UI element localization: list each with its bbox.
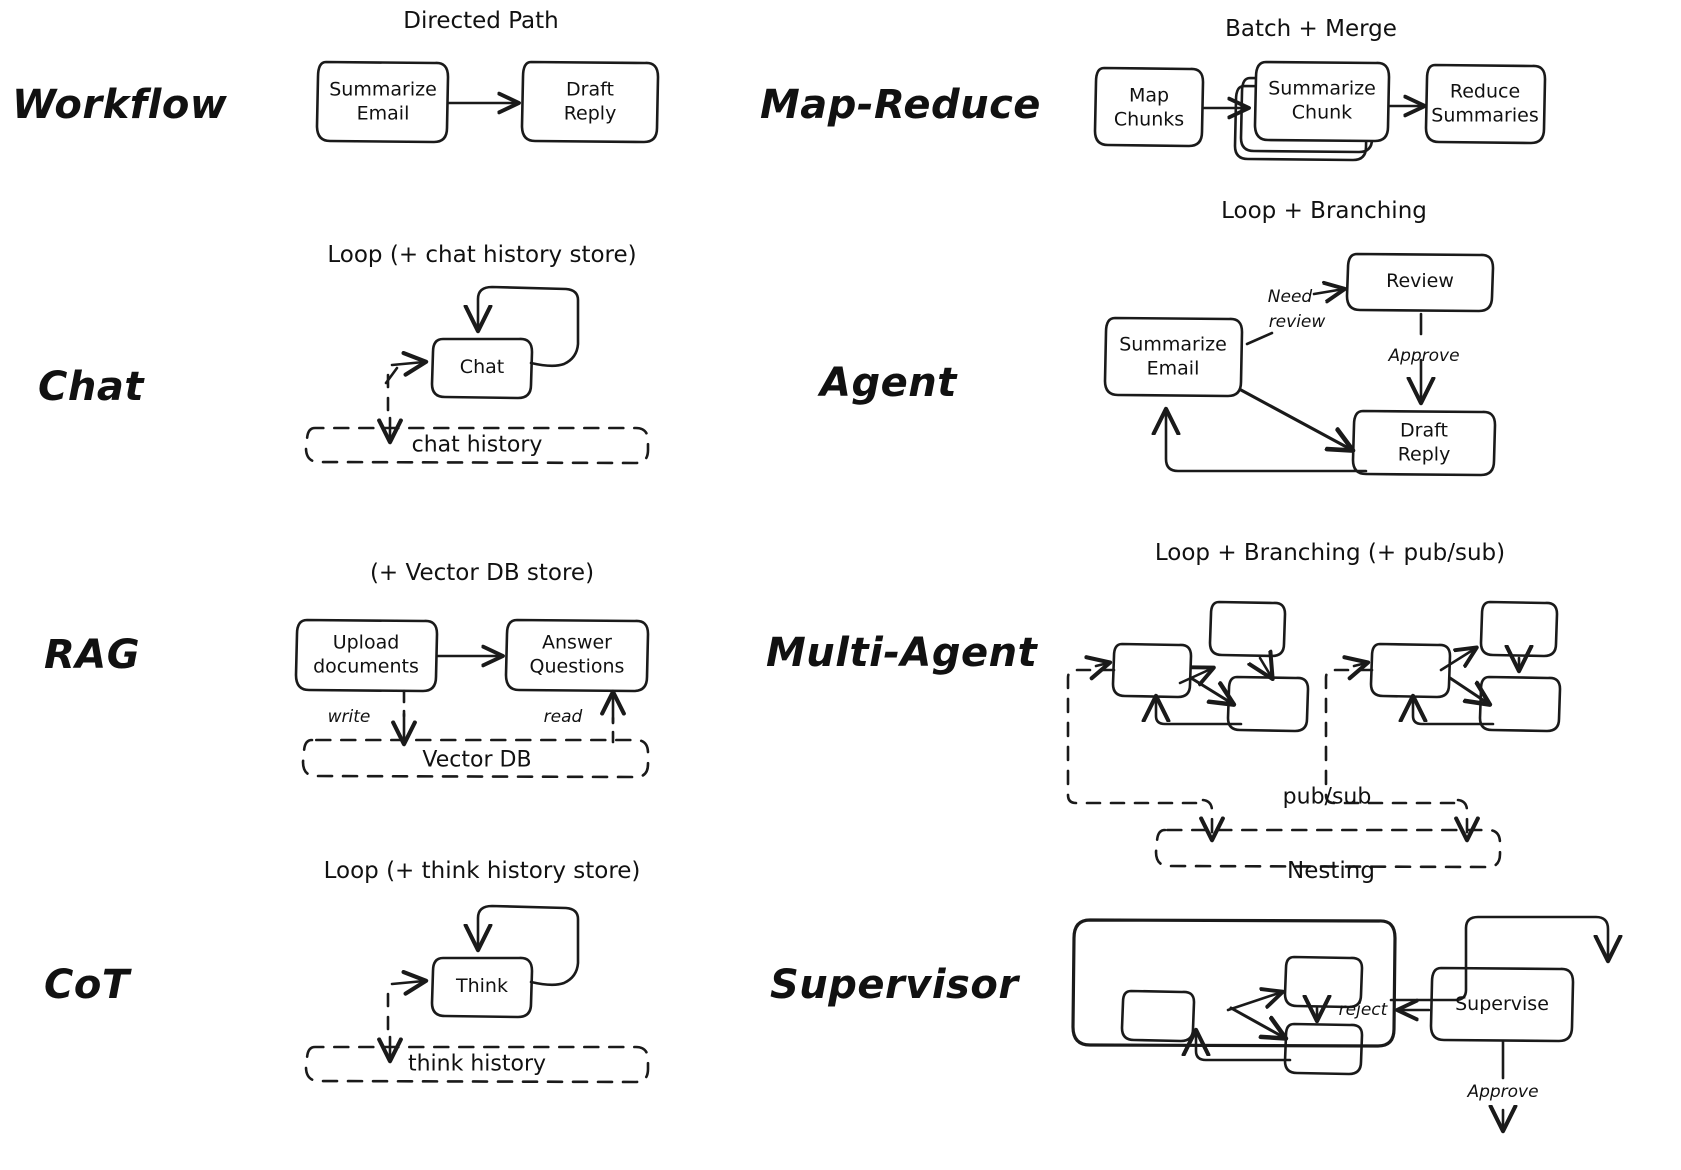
edge-label-approve-supervisor: Approve [1467,1082,1539,1102]
caption-directed-path: Directed Path [403,8,559,34]
multiagent-right-dashed-loop [1324,668,1462,805]
agent-need-review-stub [1245,331,1274,346]
edge-label-need: Need [1267,287,1313,307]
supervisor-inner-edge-c-to-a [1196,1031,1292,1062]
multiagent-right-node-d-shape [1479,600,1559,658]
multiagent-right-edge-e-to-d [1439,648,1476,672]
node-label-agent-draft-reply: Draft Reply [1397,419,1451,465]
caption-nesting: Nesting [1287,858,1375,884]
agent-edge-draft-to-summarize [1166,410,1368,473]
supervisor-edge-group-to-supervise [1389,915,1608,1002]
multiagent-left-edge-b-to-a [1178,668,1213,683]
chat-self-loop-edge [478,285,580,368]
edge-label-reject: reject [1338,1000,1388,1020]
supervisor-inner-edge-a-to-c [1229,1006,1285,1038]
store-label-think-history: think history [407,1051,547,1077]
edge-label-read: read [543,707,583,727]
rag-node-answer-questions-shape [504,618,650,693]
multiagent-left-dashed-in-arrow [1084,655,1113,681]
multiagent-left-node-a-shape [1208,600,1287,658]
edge-label-write: write [327,707,371,727]
pubsub-store-shape [1154,828,1502,869]
supervisor-inner-node-a-shape [1120,989,1196,1043]
row-label-agent: Agent [820,360,957,406]
multiagent-left-dashed-loop [1066,668,1207,805]
row-label-supervisor: Supervisor [770,962,1019,1008]
supervisor-nested-group-shape [1071,918,1397,1048]
agent-node-summarize-email-shape [1103,316,1244,398]
chat-node-shape [430,337,534,400]
workflow-node-summarize-email-shape [315,60,450,144]
row-label-map-reduce: Map-Reduce [760,82,1041,128]
node-label-reduce-summaries: Reduce Summaries [1431,80,1539,126]
workflow-node-draft-reply-shape [520,60,660,144]
rag-node-upload-documents-shape [294,618,439,693]
node-label-upload-documents: Upload documents [313,631,419,677]
multiagent-left-edge-a-to-c [1260,658,1272,678]
agent-node-draft-reply-shape [1351,409,1497,477]
agent-edge-summarize-to-draft [1239,388,1352,450]
caption-loop-chat: Loop (+ chat history store) [327,242,637,268]
multiagent-right-node-e-shape [1369,642,1452,699]
node-label-chat: Chat [459,356,505,379]
mapreduce-node-summarize-chunk-shape [1253,60,1391,143]
store-label-vector-db: Vector DB [422,747,532,773]
caption-vector-db: (+ Vector DB store) [369,560,595,586]
think-history-store-shape [304,1045,650,1084]
multiagent-left-pub-arrow [1199,798,1225,843]
multiagent-left-edge-c-to-b [1156,697,1243,726]
node-label-draft-reply: Draft Reply [563,78,617,124]
node-label-summarize-email: Summarize Email [329,78,437,124]
node-label-agent-review: Review [1386,270,1454,293]
agent-node-review-shape [1345,252,1495,313]
caption-loop-think: Loop (+ think history store) [323,858,641,884]
cot-node-think-shape [430,956,534,1019]
row-label-rag: RAG [44,632,141,678]
chat-store-read-edge-stub [384,366,399,385]
multiagent-right-pub-arrow [1454,798,1480,843]
cot-self-loop-edge [478,904,580,987]
multiagent-left-edge-b-to-c [1189,676,1233,704]
edge-label-review: review [1268,312,1326,332]
agent-edge-need-review [1312,289,1344,294]
caption-loop-pubsub: Loop + Branching (+ pub/sub) [1154,540,1506,566]
supervisor-inner-node-b-shape [1283,955,1364,1009]
row-label-workflow: Workflow [12,82,228,128]
store-label-chat-history: chat history [411,432,543,458]
node-label-summarize-chunk: Summarize Chunk [1268,77,1376,123]
node-label-answer-questions: Answer Questions [529,631,625,677]
node-label-think: Think [456,975,508,998]
multiagent-right-edge-e-to-f [1448,676,1489,704]
supervisor-inner-edge-a-to-b [1226,992,1282,1012]
row-label-multi-agent: Multi-Agent [766,630,1038,676]
multiagent-right-edge-f-to-e [1413,697,1495,726]
edge-label-approve: Approve [1388,346,1460,366]
multiagent-right-dashed-in-arrow [1342,655,1371,681]
row-label-cot: CoT [44,962,130,1008]
store-label-pubsub: pub/sub [1282,784,1372,810]
caption-batch-merge: Batch + Merge [1225,16,1397,42]
chat-store-read-arrow [390,350,429,377]
mapreduce-node-reduce-summaries-shape [1424,63,1547,145]
row-label-chat: Chat [38,364,144,410]
multiagent-left-node-b-shape [1111,642,1193,699]
node-label-agent-summarize-email: Summarize Email [1119,333,1227,379]
mapreduce-node-map-chunks-shape [1093,66,1205,148]
node-label-map-chunks: Map Chunks [1113,84,1185,130]
vector-db-store-shape [301,738,650,779]
supervisor-node-supervise-shape [1429,966,1575,1043]
chat-history-store-shape [304,426,650,465]
node-label-supervise: Supervise [1455,993,1549,1016]
caption-loop-branching: Loop + Branching [1221,198,1427,224]
supervisor-inner-node-c-shape [1283,1022,1364,1076]
cot-store-read-arrow [390,969,429,996]
